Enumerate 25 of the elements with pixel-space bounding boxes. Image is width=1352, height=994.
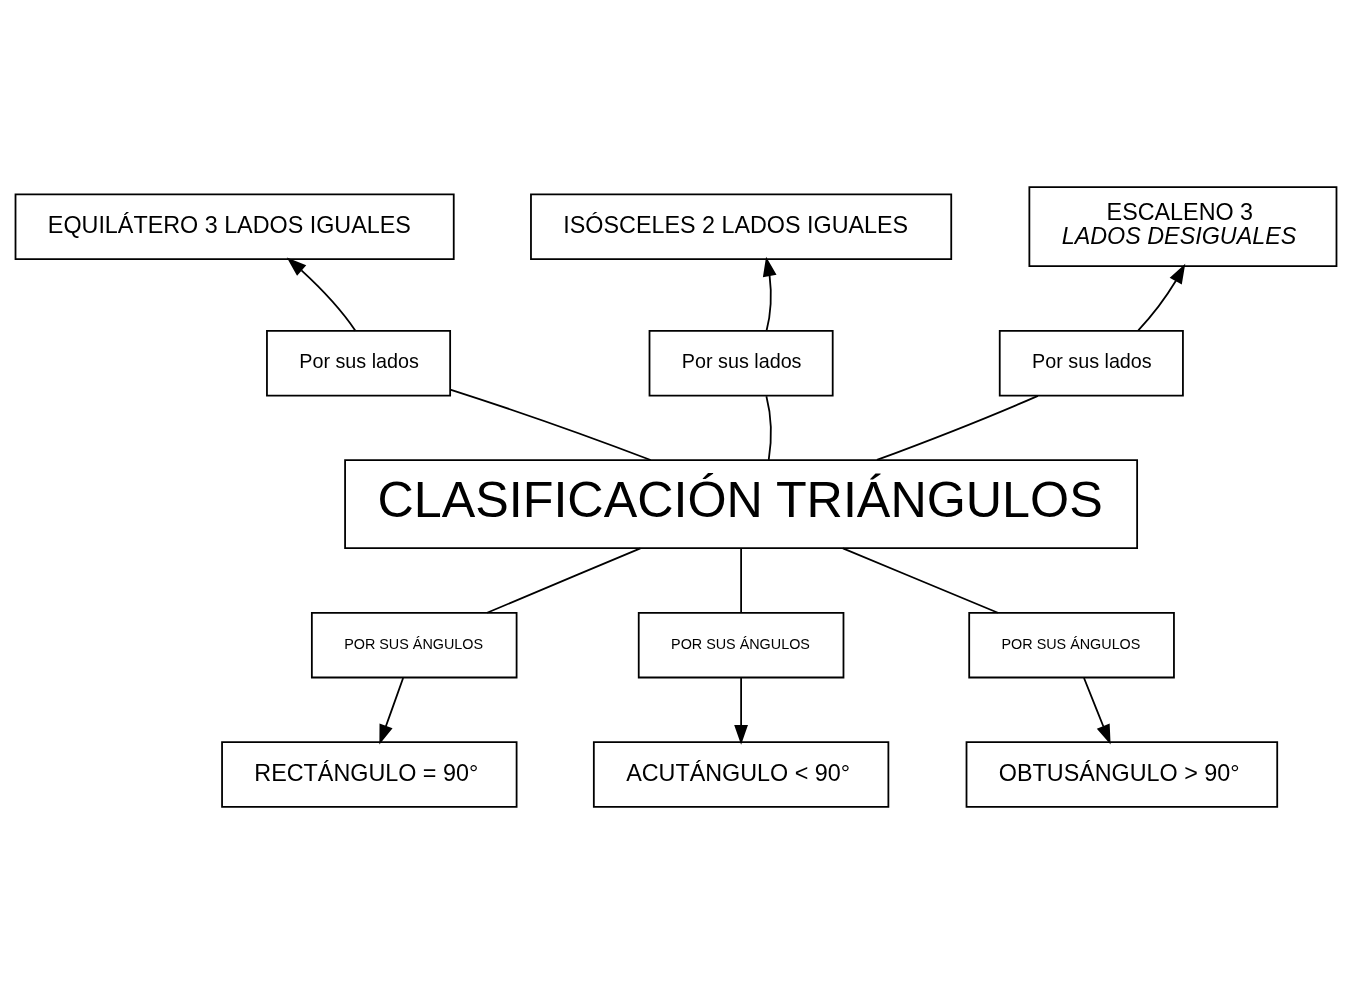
node-box: OBTUSÁNGULO > 90° (965, 741, 1279, 808)
connector (765, 395, 772, 461)
arrow (286, 257, 357, 332)
connector (449, 388, 652, 461)
node-box: ACUTÁNGULO < 90° (592, 741, 890, 808)
arrow (379, 677, 405, 745)
connector (740, 547, 742, 613)
node-box: EQUILÁTERO 3 LADOS IGUALES (14, 193, 455, 260)
node-box: ISÓSCELES 2 LADOS IGUALES (530, 193, 953, 260)
node-box: POR SUS ÁNGULOS (968, 611, 1175, 679)
arrow (1083, 677, 1111, 745)
node-box: CLASIFICACIÓN TRIÁNGULOS (344, 459, 1139, 550)
connector (486, 547, 642, 614)
connector (876, 394, 1039, 461)
node-box: Por sus lados (998, 329, 1184, 397)
node-box: Por sus lados (648, 329, 834, 397)
node-box: POR SUS ÁNGULOS (637, 611, 845, 679)
arrow (734, 677, 749, 745)
arrow (762, 256, 777, 332)
arrow (1137, 263, 1186, 332)
node-box: Por sus lados (266, 329, 452, 397)
node-box: POR SUS ÁNGULOS (310, 611, 518, 679)
node-box: ESCALENO 3 LADOS DESIGUALES (1028, 186, 1338, 268)
node-box: RECTÁNGULO = 90° (221, 741, 518, 808)
connector (842, 547, 999, 614)
